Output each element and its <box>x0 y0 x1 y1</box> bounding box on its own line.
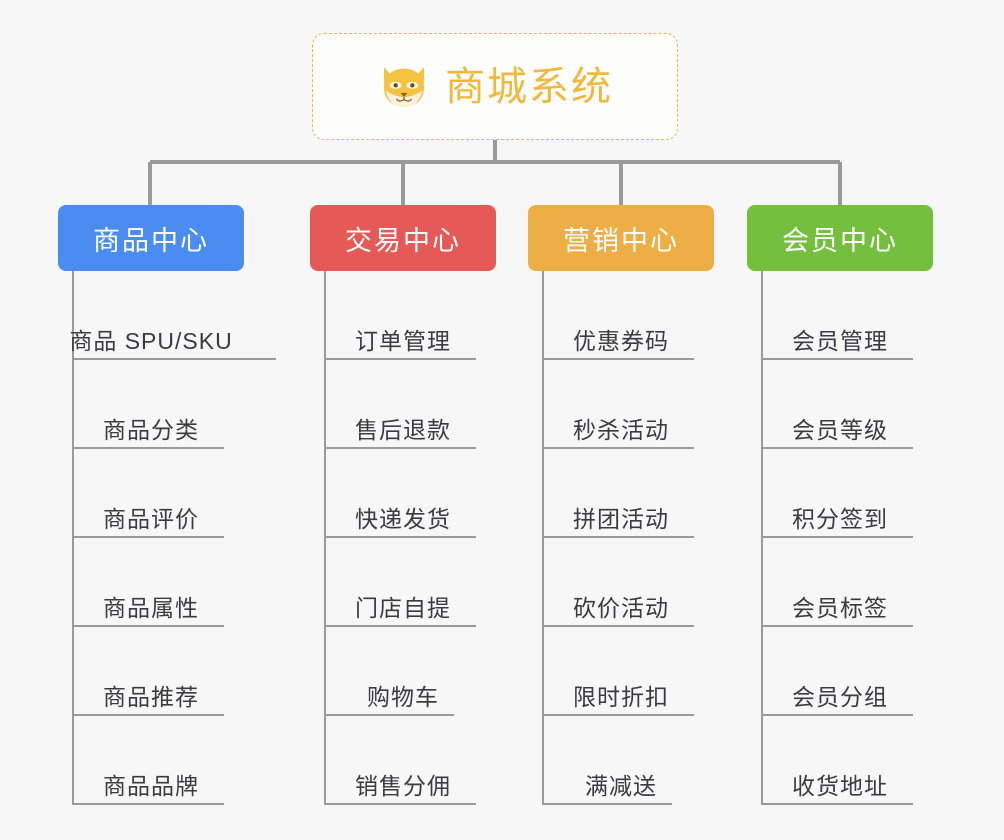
category-column-0: 商品中心 商品 SPU/SKU 商品分类 商品评价 商品属性 商品推荐 <box>58 205 276 805</box>
leaf-label: 购物车 <box>367 683 439 710</box>
leaf-rule <box>72 714 224 716</box>
trunk-line-0 <box>72 271 74 805</box>
category-header-2[interactable]: 营销中心 <box>528 205 714 271</box>
leaf-rule <box>542 447 694 449</box>
leaf-rule <box>324 536 476 538</box>
category-title-0: 商品中心 <box>93 225 209 256</box>
leaf-rule <box>72 625 224 627</box>
root-node[interactable]: 商城系统 <box>312 33 678 140</box>
leaf-label: 商品评价 <box>103 505 199 532</box>
leaf-item[interactable]: 会员标签 <box>747 538 933 627</box>
category-column-1: 交易中心 订单管理 售后退款 快递发货 门店自提 购物车 <box>310 205 496 805</box>
root-title: 商城系统 <box>445 64 613 109</box>
leaf-item[interactable]: 商品属性 <box>58 538 244 627</box>
leaf-item[interactable]: 砍价活动 <box>528 538 714 627</box>
trunk-line-2 <box>542 271 544 805</box>
leaf-rule <box>761 625 913 627</box>
leaf-item[interactable]: 商品分类 <box>58 360 244 449</box>
leaf-rule <box>324 714 454 716</box>
leaf-item[interactable]: 订单管理 <box>310 271 496 360</box>
leaf-rule <box>761 536 913 538</box>
leaf-item[interactable]: 会员管理 <box>747 271 933 360</box>
leaf-label: 会员等级 <box>792 416 888 443</box>
leaf-rule <box>542 358 694 360</box>
leaf-label: 商品分类 <box>103 416 199 443</box>
trunk-line-3 <box>761 271 763 805</box>
leaf-label: 会员标签 <box>792 594 888 621</box>
leaf-item[interactable]: 会员分组 <box>747 627 933 716</box>
leaf-rule <box>542 536 694 538</box>
leaf-item[interactable]: 门店自提 <box>310 538 496 627</box>
leaf-label: 积分签到 <box>792 505 888 532</box>
leaf-label: 商品推荐 <box>103 683 199 710</box>
leaf-label: 商品属性 <box>103 594 199 621</box>
leaf-item[interactable]: 优惠券码 <box>528 271 714 360</box>
leaf-item[interactable]: 商品推荐 <box>58 627 244 716</box>
leaf-rule <box>542 803 672 805</box>
leaf-label: 快递发货 <box>355 505 451 532</box>
leaf-item[interactable]: 售后退款 <box>310 360 496 449</box>
leaf-rule <box>761 803 913 805</box>
leaf-rule <box>761 714 913 716</box>
leaf-label: 优惠券码 <box>573 327 669 354</box>
leaf-item[interactable]: 会员等级 <box>747 360 933 449</box>
leaf-label: 商品 SPU/SKU <box>69 327 233 354</box>
leaf-item[interactable]: 快递发货 <box>310 449 496 538</box>
leaf-label: 秒杀活动 <box>573 416 669 443</box>
leaf-item[interactable]: 满减送 <box>528 716 714 805</box>
leaf-rule <box>72 803 224 805</box>
leaf-label: 售后退款 <box>355 416 451 443</box>
leaf-list-0: 商品 SPU/SKU 商品分类 商品评价 商品属性 商品推荐 商品品牌 <box>58 271 276 805</box>
leaf-item[interactable]: 秒杀活动 <box>528 360 714 449</box>
leaf-item[interactable]: 收货地址 <box>747 716 933 805</box>
leaf-label: 会员管理 <box>792 327 888 354</box>
leaf-label: 会员分组 <box>792 683 888 710</box>
leaf-list-3: 会员管理 会员等级 积分签到 会员标签 会员分组 收货地址 <box>747 271 933 805</box>
category-title-2: 营销中心 <box>563 225 679 256</box>
leaf-rule <box>324 358 476 360</box>
leaf-label: 订单管理 <box>355 327 451 354</box>
leaf-label: 砍价活动 <box>573 594 669 621</box>
leaf-rule <box>72 536 224 538</box>
category-header-3[interactable]: 会员中心 <box>747 205 933 271</box>
leaf-item[interactable]: 商品评价 <box>58 449 244 538</box>
leaf-label: 销售分佣 <box>355 772 451 799</box>
leaf-rule <box>761 358 913 360</box>
leaf-item[interactable]: 积分签到 <box>747 449 933 538</box>
trunk-line-1 <box>324 271 326 805</box>
category-header-0[interactable]: 商品中心 <box>58 205 244 271</box>
leaf-label: 满减送 <box>585 772 657 799</box>
leaf-item[interactable]: 拼团活动 <box>528 449 714 538</box>
leaf-rule <box>324 625 476 627</box>
category-column-3: 会员中心 会员管理 会员等级 积分签到 会员标签 会员分组 <box>747 205 933 805</box>
leaf-rule <box>761 447 913 449</box>
leaf-label: 门店自提 <box>355 594 451 621</box>
leaf-rule <box>542 625 694 627</box>
leaf-label: 商品品牌 <box>103 772 199 799</box>
category-header-1[interactable]: 交易中心 <box>310 205 496 271</box>
leaf-item[interactable]: 限时折扣 <box>528 627 714 716</box>
leaf-label: 拼团活动 <box>573 505 669 532</box>
category-column-2: 营销中心 优惠券码 秒杀活动 拼团活动 砍价活动 限时折扣 <box>528 205 714 805</box>
category-title-3: 会员中心 <box>782 225 898 256</box>
shiba-dog-icon <box>377 62 431 112</box>
leaf-rule <box>72 447 224 449</box>
leaf-list-2: 优惠券码 秒杀活动 拼团活动 砍价活动 限时折扣 满减送 <box>528 271 714 805</box>
leaf-item[interactable]: 购物车 <box>310 627 496 716</box>
leaf-rule <box>324 803 476 805</box>
leaf-item[interactable]: 商品 SPU/SKU <box>58 271 276 360</box>
leaf-item[interactable]: 销售分佣 <box>310 716 496 805</box>
category-title-1: 交易中心 <box>345 225 461 256</box>
leaf-list-1: 订单管理 售后退款 快递发货 门店自提 购物车 销售分佣 <box>310 271 496 805</box>
leaf-rule <box>324 447 476 449</box>
leaf-rule <box>542 714 694 716</box>
leaf-item[interactable]: 商品品牌 <box>58 716 244 805</box>
leaf-label: 收货地址 <box>792 772 888 799</box>
leaf-label: 限时折扣 <box>573 683 669 710</box>
leaf-rule <box>72 358 276 360</box>
